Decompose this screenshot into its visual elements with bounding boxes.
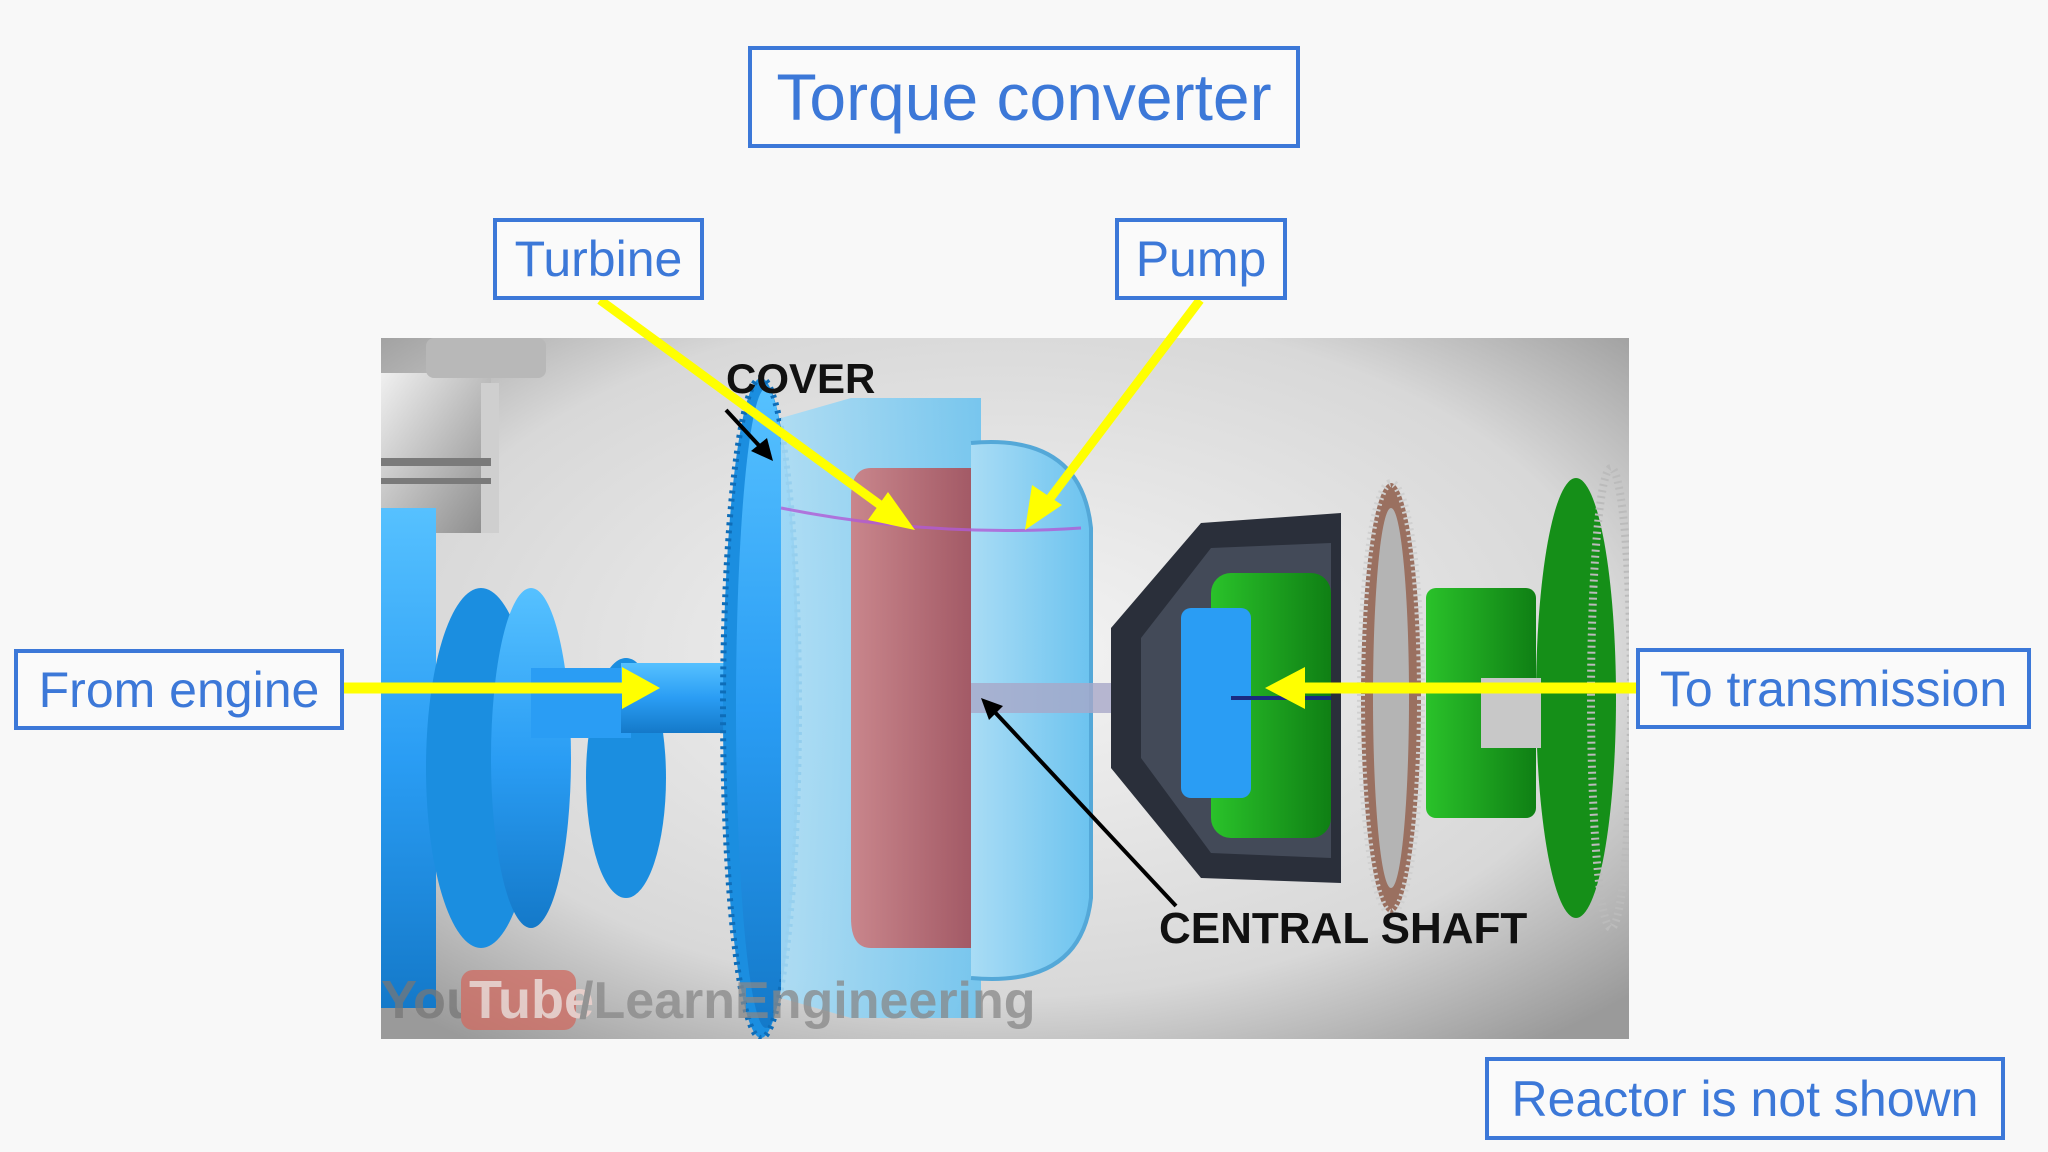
- svg-text:/LearnEngineering: /LearnEngineering: [579, 972, 1036, 1030]
- turbine-shape: [851, 468, 971, 948]
- gear-ring-shape: [1357, 479, 1425, 917]
- central-shaft-arrow: [989, 706, 1178, 908]
- turbine-label: Turbine: [493, 218, 704, 300]
- svg-text:Tube: Tube: [469, 970, 594, 1030]
- cover-label: COVER: [726, 355, 875, 402]
- central-shaft-label: CENTRAL SHAFT: [1159, 904, 1527, 953]
- youtube-tube-badge: [461, 970, 576, 1030]
- transmission-block-shape: [1426, 464, 1629, 932]
- diagram-title: Torque converter: [748, 46, 1300, 148]
- piston-shape: [381, 338, 546, 533]
- crankshaft-shape: [381, 508, 666, 1008]
- central-shaft-arrowhead: [981, 698, 1003, 720]
- from-engine-label: From engine: [14, 649, 344, 730]
- youtube-watermark: You Tube /LearnEngineering: [381, 970, 1036, 1030]
- pump-label: Pump: [1115, 218, 1287, 300]
- reactor-note-label: Reactor is not shown: [1485, 1057, 2005, 1140]
- to-transmission-label: To transmission: [1636, 648, 2031, 729]
- torque-converter-photo: COVER CENTRAL SHAFT You Tube /LearnEngin…: [381, 338, 1629, 1039]
